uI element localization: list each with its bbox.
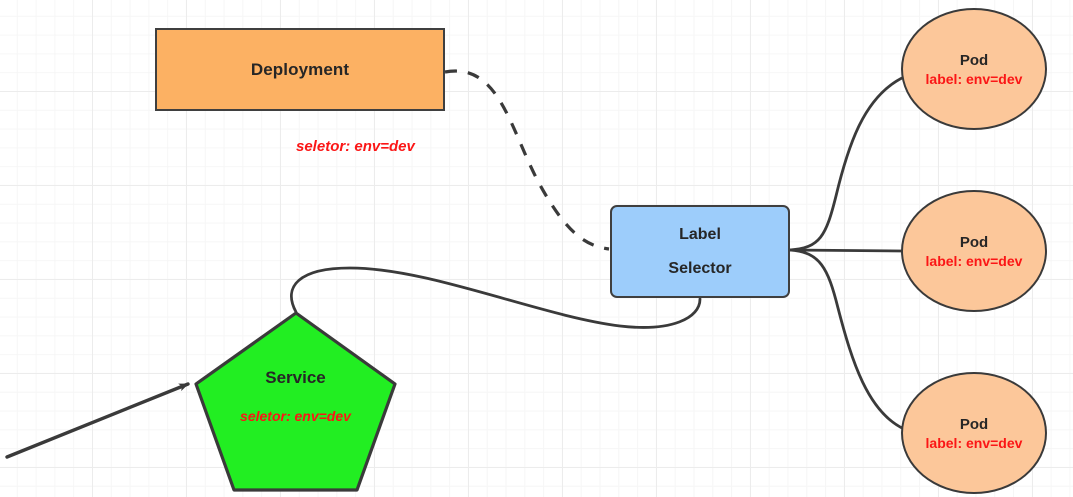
node-pod-sublabel: label: env=dev [925,252,1023,269]
node-pod-sublabel: label: env=dev [925,434,1023,451]
node-pod-sublabel: label: env=dev [925,70,1023,87]
node-pod-label: Pod [959,233,989,251]
node-label-selector-line2: Selector [668,259,732,277]
edge-incoming-traffic-to-service [5,382,190,459]
node-pod-label: Pod [959,415,989,433]
edge-label-selector-to-pod-3 [788,248,906,431]
node-pod[interactable]: Pod label: env=dev [901,190,1047,312]
node-service-sublabel: seletor: env=dev [240,408,351,424]
node-pod[interactable]: Pod label: env=dev [901,372,1047,494]
annotation-deployment-selector: seletor: env=dev [296,138,415,155]
node-deployment-label: Deployment [250,59,350,79]
node-service-label: Service [265,368,326,387]
pentagon-shape [194,311,397,492]
node-label-selector-line1: Label [679,225,721,243]
edge-deployment-to-label-selector [444,69,610,251]
node-deployment[interactable]: Deployment [155,28,445,111]
edge-label-selector-to-pod-2 [788,248,904,253]
node-pod-label: Pod [959,51,989,69]
edge-label-selector-to-pod-1 [788,75,906,252]
node-pod[interactable]: Pod label: env=dev [901,8,1047,130]
node-label-selector[interactable]: Label Selector [610,205,790,298]
node-service[interactable]: Service seletor: env=dev [193,310,398,495]
